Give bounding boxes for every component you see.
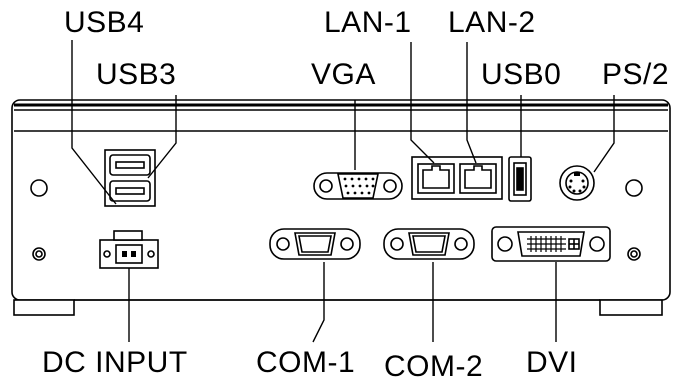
lan2-label: LAN-2 — [448, 6, 536, 39]
ground-screw-left — [32, 247, 46, 261]
vga-label: VGA — [311, 58, 376, 91]
ps2-label: PS/2 — [602, 58, 670, 91]
lan-ports — [411, 156, 503, 200]
usb3-usb4-ports — [104, 149, 156, 207]
usb0-port — [508, 156, 532, 202]
ground-screw-right — [627, 247, 641, 261]
lan1-label: LAN-1 — [324, 6, 412, 39]
dvi-label: DVI — [526, 346, 578, 379]
com1-label: COM-1 — [256, 346, 356, 379]
usb3-label: USB3 — [96, 58, 177, 91]
usb0-label: USB0 — [481, 58, 562, 91]
chassis-hole-left — [30, 179, 48, 197]
usb4-label: USB4 — [64, 6, 145, 39]
com1-port — [269, 228, 361, 260]
dvi-port — [491, 226, 611, 262]
vga-port — [313, 172, 403, 200]
chassis-hole-right — [625, 179, 643, 197]
leader-lines — [71, 40, 615, 343]
com2-port — [383, 228, 475, 260]
chassis-outline — [11, 99, 671, 316]
dc-input-port — [99, 230, 159, 269]
dc-input-label: DC INPUT — [42, 346, 188, 379]
ps2-port — [559, 165, 595, 201]
com2-label: COM-2 — [384, 350, 484, 383]
